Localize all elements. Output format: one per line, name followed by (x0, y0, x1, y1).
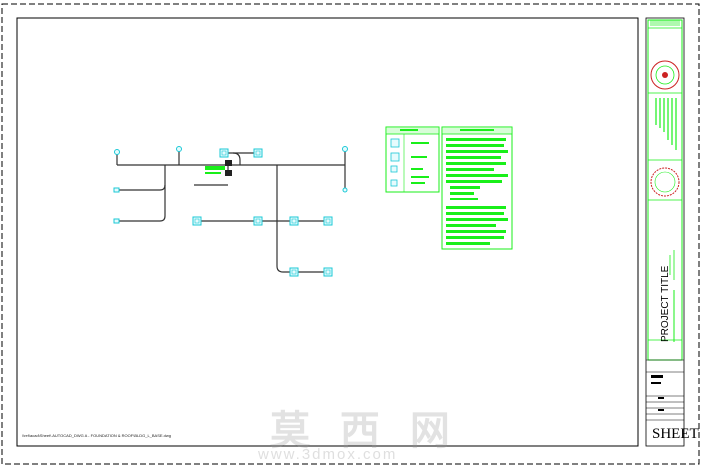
controller-box (225, 170, 232, 176)
sheet-info-fill (658, 397, 664, 399)
sheet-info-fill (658, 409, 664, 411)
wire (232, 152, 241, 165)
legend-symbols (390, 138, 400, 187)
seal-top-inner (655, 65, 675, 85)
seal-bottom-outer (650, 167, 680, 197)
sheet-info-fill (651, 375, 663, 378)
wiring-diagram (116, 150, 346, 273)
title-block: PROJECT TITLE (645, 17, 685, 447)
symbol-legend (385, 126, 440, 193)
seal-top-core (662, 72, 668, 78)
outer-sheet-border (1, 3, 700, 465)
device-box (289, 267, 299, 277)
devices (113, 146, 348, 277)
notes-header-text (460, 129, 494, 131)
device-box (219, 148, 229, 158)
notes-lines (446, 138, 508, 245)
device-box (253, 216, 263, 226)
device-inner-marks (194, 150, 331, 275)
sheet-number: SHEET # (652, 426, 700, 442)
device-endpoint (113, 187, 120, 193)
drawing-frame (16, 17, 639, 447)
device-endpoint (113, 218, 120, 224)
device-box (323, 267, 333, 277)
legend-header-text (400, 129, 418, 131)
revision-block (669, 250, 675, 280)
controller-label (205, 166, 225, 170)
wire (117, 185, 166, 222)
device-box (323, 216, 333, 226)
device-endpoint (114, 149, 120, 155)
device-endpoint (342, 187, 348, 193)
drawing-file-path: \\ref\acad\Sheet\ AUTOCAD_DWG A - FOUNDA… (22, 433, 172, 438)
device-endpoint (176, 146, 182, 152)
device-box (253, 148, 263, 158)
sheet-info-fill (651, 382, 661, 384)
wire (117, 165, 166, 191)
seal-bottom-inner (654, 171, 676, 193)
controller-label (205, 172, 221, 174)
general-notes (441, 126, 513, 250)
watermark-logo: 莫 西 网 (270, 408, 458, 454)
firm-info-block (655, 98, 677, 150)
controller-box (225, 160, 232, 166)
device-box (192, 216, 202, 226)
device-endpoint (342, 146, 348, 152)
project-title: PROJECT TITLE (660, 265, 671, 342)
seal-top-outer (650, 60, 680, 90)
sheet-info-rows (646, 359, 684, 421)
legend-descriptions (411, 142, 429, 184)
wire (276, 165, 328, 273)
device-box (289, 216, 299, 226)
watermark-url: www.3dmox.com (258, 446, 398, 463)
title-block-header-band (650, 20, 680, 26)
title-block-frame (645, 17, 685, 447)
